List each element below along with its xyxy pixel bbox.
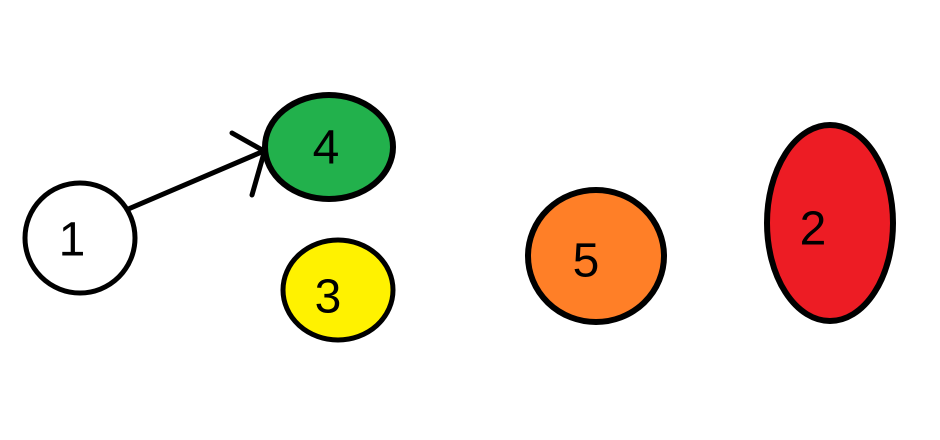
arrow-1-to-4	[123, 130, 269, 213]
node-4: 4	[262, 92, 396, 202]
arrowhead-stroke-1	[229, 130, 267, 154]
node-1: 1	[22, 180, 138, 296]
node-1-shape	[22, 180, 138, 296]
node-2: 2	[764, 122, 896, 324]
arrow-shaft	[123, 148, 267, 213]
node-3: 3	[280, 237, 396, 343]
node-5-shape	[525, 187, 667, 325]
node-4-label: 4	[313, 122, 340, 175]
node-5: 5	[525, 187, 667, 325]
node-2-label: 2	[800, 203, 827, 256]
node-3-label: 3	[315, 271, 342, 324]
node-3-shape	[280, 237, 396, 343]
node-5-label: 5	[573, 235, 600, 288]
node-2-shape	[764, 122, 896, 324]
node-1-label: 1	[59, 214, 86, 267]
node-4-shape	[262, 92, 396, 202]
